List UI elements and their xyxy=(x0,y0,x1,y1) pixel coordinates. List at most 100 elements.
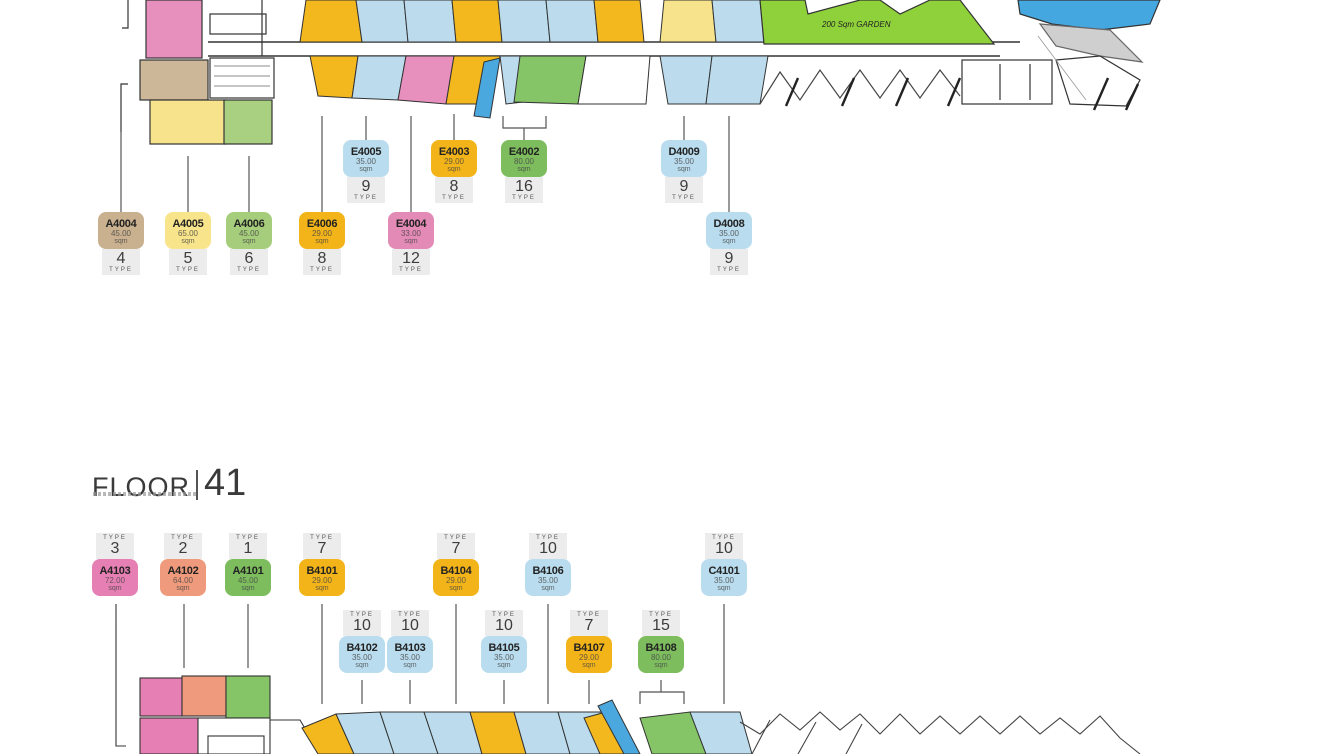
unit-tag-a4101[interactable]: TYPE 1 A4101 45.00 sqm xyxy=(225,533,271,596)
unit-pill: E4003 29.00 sqm xyxy=(431,140,477,177)
unit-code: B4106 xyxy=(532,564,564,577)
unit-type-box: 9 TYPE xyxy=(665,177,703,203)
unit-area-unit: sqm xyxy=(359,165,373,173)
unit-tag-e4006[interactable]: E4006 29.00 sqm 8 TYPE xyxy=(299,212,345,275)
unit-area: 35.00 xyxy=(537,575,559,585)
unit-area: 35.00 xyxy=(355,156,377,166)
unit-area: 33.00 xyxy=(400,228,422,238)
unit-type-box: 12 TYPE xyxy=(392,249,430,275)
garden-label: 200 Sqm GARDEN xyxy=(822,20,891,29)
unit-area: 80.00 xyxy=(513,156,535,166)
unit-type-box: TYPE 7 xyxy=(303,533,341,559)
unit-type-box: TYPE 10 xyxy=(529,533,567,559)
unit-type-box: TYPE 3 xyxy=(96,533,134,559)
unit-tag-a4005[interactable]: A4005 65.00 sqm 5 TYPE xyxy=(165,212,211,275)
unit-pill: B4108 80.00 sqm xyxy=(638,636,684,673)
unit-code: B4101 xyxy=(306,564,338,577)
unit-code: A4005 xyxy=(172,217,204,230)
unit-area-unit: sqm xyxy=(176,584,190,592)
unit-tag-e4005[interactable]: E4005 35.00 sqm 9 TYPE xyxy=(343,140,389,203)
unit-tag-b4104[interactable]: TYPE 7 B4104 29.00 sqm xyxy=(433,533,479,596)
unit-type-word: TYPE xyxy=(536,535,560,541)
unit-tag-b4103[interactable]: TYPE 10 B4103 35.00 sqm xyxy=(387,610,433,673)
unit-area-unit: sqm xyxy=(447,165,461,173)
unit-code: A4101 xyxy=(232,564,264,577)
unit-type-number: 8 xyxy=(449,178,459,195)
unit-area: 35.00 xyxy=(673,156,695,166)
unit-pill: B4104 29.00 sqm xyxy=(433,559,479,596)
unit-type-number: 3 xyxy=(110,540,120,557)
unit-type-word: TYPE xyxy=(310,535,334,541)
unit-area-unit: sqm xyxy=(403,661,417,669)
unit-type-box: 9 TYPE xyxy=(710,249,748,275)
unit-type-number: 10 xyxy=(353,617,371,634)
unit-code: A4006 xyxy=(233,217,265,230)
unit-pill: E4005 35.00 sqm xyxy=(343,140,389,177)
unit-type-word: TYPE xyxy=(350,612,374,618)
unit-pill: B4101 29.00 sqm xyxy=(299,559,345,596)
unit-tag-d4008[interactable]: D4008 35.00 sqm 9 TYPE xyxy=(706,212,752,275)
unit-type-number: 5 xyxy=(183,250,193,267)
unit-tag-a4102[interactable]: TYPE 2 A4102 64.00 sqm xyxy=(160,533,206,596)
unit-tag-b4107[interactable]: TYPE 7 B4107 29.00 sqm xyxy=(566,610,612,673)
unit-code: E4006 xyxy=(306,217,338,230)
unit-type-word: TYPE xyxy=(310,267,334,273)
unit-pill: A4101 45.00 sqm xyxy=(225,559,271,596)
unit-area-unit: sqm xyxy=(582,661,596,669)
unit-type-number: 15 xyxy=(652,617,670,634)
unit-pill: B4106 35.00 sqm xyxy=(525,559,571,596)
unit-tag-b4102[interactable]: TYPE 10 B4102 35.00 sqm xyxy=(339,610,385,673)
unit-code: D4008 xyxy=(713,217,745,230)
unit-type-number: 2 xyxy=(178,540,188,557)
unit-type-box: TYPE 15 xyxy=(642,610,680,636)
unit-type-word: TYPE xyxy=(103,535,127,541)
unit-code: E4003 xyxy=(438,145,470,158)
unit-tag-b4108[interactable]: TYPE 15 B4108 80.00 sqm xyxy=(638,610,684,673)
upper-leader-lines xyxy=(120,114,730,212)
unit-area-unit: sqm xyxy=(497,661,511,669)
unit-tag-b4101[interactable]: TYPE 7 B4101 29.00 sqm xyxy=(299,533,345,596)
unit-tag-b4105[interactable]: TYPE 10 B4105 35.00 sqm xyxy=(481,610,527,673)
unit-type-number: 6 xyxy=(244,250,254,267)
unit-code: A4103 xyxy=(99,564,131,577)
unit-type-box: TYPE 10 xyxy=(391,610,429,636)
unit-code: E4002 xyxy=(508,145,540,158)
unit-type-box: 4 TYPE xyxy=(102,249,140,275)
unit-pill: D4008 35.00 sqm xyxy=(706,212,752,249)
unit-type-number: 10 xyxy=(401,617,419,634)
unit-code: B4108 xyxy=(645,641,677,654)
unit-area-unit: sqm xyxy=(677,165,691,173)
unit-area-unit: sqm xyxy=(108,584,122,592)
unit-type-word: TYPE xyxy=(512,195,536,201)
unit-tag-c4101[interactable]: TYPE 10 C4101 35.00 sqm xyxy=(701,533,747,596)
unit-area: 45.00 xyxy=(237,575,259,585)
unit-type-number: 8 xyxy=(317,250,327,267)
unit-type-number: 7 xyxy=(584,617,594,634)
unit-pill: D4009 35.00 sqm xyxy=(661,140,707,177)
unit-tag-e4002[interactable]: E4002 80.00 sqm 16 TYPE xyxy=(501,140,547,203)
unit-pill: E4006 29.00 sqm xyxy=(299,212,345,249)
floor-title-number: 41 xyxy=(204,462,247,504)
lower-leader-lines xyxy=(115,604,725,704)
unit-pill: B4103 35.00 sqm xyxy=(387,636,433,673)
unit-tag-e4003[interactable]: E4003 29.00 sqm 8 TYPE xyxy=(431,140,477,203)
unit-tag-a4103[interactable]: TYPE 3 A4103 72.00 sqm xyxy=(92,533,138,596)
unit-area: 45.00 xyxy=(110,228,132,238)
unit-type-word: TYPE xyxy=(109,267,133,273)
unit-tag-a4006[interactable]: A4006 45.00 sqm 6 TYPE xyxy=(226,212,272,275)
unit-tag-b4106[interactable]: TYPE 10 B4106 35.00 sqm xyxy=(525,533,571,596)
unit-area: 80.00 xyxy=(650,652,672,662)
unit-tag-a4004[interactable]: A4004 45.00 sqm 4 TYPE xyxy=(98,212,144,275)
unit-type-box: TYPE 10 xyxy=(485,610,523,636)
unit-type-word: TYPE xyxy=(717,267,741,273)
unit-type-word: TYPE xyxy=(649,612,673,618)
unit-type-number: 7 xyxy=(451,540,461,557)
unit-pill: B4105 35.00 sqm xyxy=(481,636,527,673)
unit-tag-d4009[interactable]: D4009 35.00 sqm 9 TYPE xyxy=(661,140,707,203)
unit-tag-e4004[interactable]: E4004 33.00 sqm 12 TYPE xyxy=(388,212,434,275)
unit-code: B4107 xyxy=(573,641,605,654)
unit-pill: A4005 65.00 sqm xyxy=(165,212,211,249)
unit-type-box: 8 TYPE xyxy=(303,249,341,275)
unit-code: B4104 xyxy=(440,564,472,577)
unit-type-number: 9 xyxy=(679,178,689,195)
